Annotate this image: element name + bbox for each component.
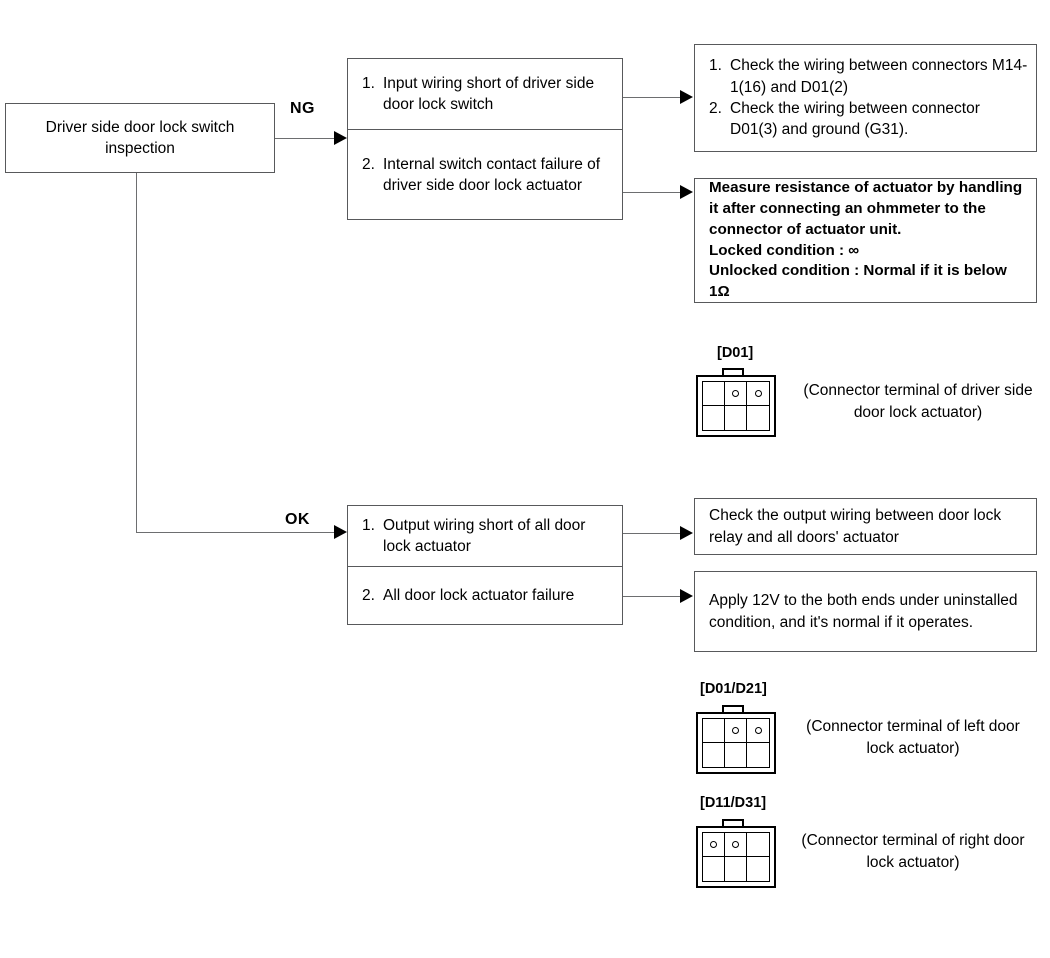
connector-1-cell-4 [703, 406, 725, 430]
ok-action-box-1-text: Check the output wiring between door loc… [709, 507, 1002, 546]
ok-action-1-line [623, 533, 680, 534]
pin-icon [754, 727, 762, 734]
ng-cause-divider [346, 129, 623, 130]
connector-2-illustration [696, 705, 776, 774]
ng-action-item-2: 2. Check the wiring between connector D0… [709, 98, 1028, 141]
connector-3-cell-6 [747, 857, 769, 881]
connector-1-cell-2 [725, 382, 747, 406]
connector-3-caption: (Connector terminal of right door lock a… [801, 832, 1025, 871]
ng-cause-item-2-text: Internal switch contact failure of drive… [383, 155, 601, 194]
pin-icon [732, 390, 739, 397]
ok-cause-item-2-text: All door lock actuator failure [383, 587, 575, 605]
ok-action-1-arrowhead [680, 526, 693, 540]
connector-1-cell-5 [725, 406, 747, 430]
pin-icon [710, 841, 717, 848]
connector-3-pin-grid [702, 832, 770, 882]
ok-cause-box: 1. Output wiring short of all door lock … [346, 505, 623, 626]
ng-action-item-2-number: 2. [709, 100, 722, 117]
ok-action-2-line [623, 596, 680, 597]
connector-3-cell-5 [725, 857, 747, 881]
ok-connector-horizontal-line [136, 532, 334, 533]
connector-2-cell-5 [725, 743, 747, 767]
ng-action-2-arrowhead [680, 185, 693, 199]
connector-3-cell-2 [725, 833, 747, 857]
ng-action-1-line [623, 97, 680, 98]
connector-2-cell-1 [703, 719, 725, 743]
connector-3-illustration [696, 819, 776, 888]
ok-cause-item-1-number: 1. [362, 516, 375, 534]
connector-2-cell-4 [703, 743, 725, 767]
ng-cause-item-1-number: 1. [362, 74, 375, 92]
connector-2-cell-2 [725, 719, 747, 743]
ng-cause-item-2-number: 2. [362, 155, 375, 173]
ng-action-box-1-cell: 1. Check the wiring between connectors M… [695, 45, 1036, 151]
ok-action-box-2-text: Apply 12V to the both ends under uninsta… [709, 592, 1018, 631]
connector-1-cell-1 [703, 382, 725, 406]
ng-action-2-line [623, 192, 680, 193]
connector-3-cell-3 [747, 833, 769, 857]
ng-action-item-1: 1. Check the wiring between connectors M… [709, 55, 1028, 98]
ng-branch-label: NG [290, 100, 315, 117]
pin-icon [754, 390, 762, 397]
connector-1-cell-6 [747, 406, 769, 430]
connector-1-caption: (Connector terminal of driver side door … [803, 382, 1033, 421]
ok-cause-cell-2: 2. All door lock actuator failure [348, 566, 622, 626]
ng-cause-item-2: 2. Internal switch contact failure of dr… [362, 154, 614, 197]
ng-cause-item-1: 1. Input wiring short of driver side doo… [362, 73, 614, 116]
ng-cause-cell-1: 1. Input wiring short of driver side doo… [348, 59, 622, 129]
connector-2-pin-grid [702, 718, 770, 768]
pin-icon [732, 727, 739, 734]
connector-1-illustration [696, 368, 776, 437]
connector-3-label: [D11/D31] [700, 795, 767, 811]
ng-cause-item-1-text: Input wiring short of driver side door l… [383, 74, 595, 113]
connector-2-shell [696, 712, 776, 774]
connector-2-cell-3 [747, 719, 769, 743]
ok-cause-divider [346, 566, 623, 567]
ng-action-item-2-text: Check the wiring between connector D01(3… [730, 100, 980, 139]
ok-cause-item-2: 2. All door lock actuator failure [362, 585, 614, 606]
locked-condition-text: Locked condition : ∞ [709, 241, 860, 259]
ok-arrowhead [334, 525, 347, 539]
start-box-label: Driver side door lock switch inspection [45, 118, 235, 157]
ok-branch-label: OK [285, 511, 310, 528]
ok-connector-vertical-line [136, 173, 137, 533]
ok-action-box-1-cell: Check the output wiring between door loc… [695, 499, 1036, 554]
ok-cause-item-2-number: 2. [362, 587, 375, 605]
unlocked-condition-text: Unlocked condition : Normal if it is bel… [709, 262, 1007, 300]
ok-action-box-1: Check the output wiring between door loc… [694, 498, 1037, 555]
ng-action-item-1-text: Check the wiring between connectors M14-… [730, 57, 1028, 96]
connector-3-tab-icon [722, 819, 744, 828]
ng-action-1-arrowhead [680, 90, 693, 104]
connector-3-cell-1 [703, 833, 725, 857]
connector-2-tab-icon [722, 705, 744, 714]
ng-action-box-2: Measure resistance of actuator by handli… [694, 178, 1037, 303]
connector-2-cell-6 [747, 743, 769, 767]
ng-action-box-2-cell: Measure resistance of actuator by handli… [695, 179, 1036, 302]
connector-1-label: [D01] [717, 345, 754, 361]
ng-cause-cell-2: 2. Internal switch contact failure of dr… [348, 129, 622, 221]
connector-2-caption: (Connector terminal of left door lock ac… [806, 718, 1020, 757]
ok-cause-item-1-text: Output wiring short of all door lock act… [383, 516, 586, 555]
ng-action-box-1: 1. Check the wiring between connectors M… [694, 44, 1037, 152]
ng-arrowhead [334, 131, 347, 145]
ok-action-box-2: Apply 12V to the both ends under uninsta… [694, 571, 1037, 652]
connector-3-shell [696, 826, 776, 888]
start-box: Driver side door lock switch inspection [5, 103, 275, 173]
connector-1-cell-3 [747, 382, 769, 406]
start-box-cell: Driver side door lock switch inspection [6, 104, 274, 172]
connector-2-label: [D01/D21] [700, 681, 767, 697]
ok-action-2-arrowhead [680, 589, 693, 603]
measure-instruction-text: Measure resistance of actuator by handli… [709, 179, 1023, 238]
connector-1-shell [696, 375, 776, 437]
ng-cause-box: 1. Input wiring short of driver side doo… [346, 58, 623, 221]
ng-action-item-1-number: 1. [709, 57, 722, 75]
connector-1-tab-icon [722, 368, 744, 377]
connector-3-cell-4 [703, 857, 725, 881]
ng-connector-line [275, 138, 334, 139]
pin-icon [732, 841, 739, 848]
ok-cause-cell-1: 1. Output wiring short of all door lock … [348, 506, 622, 566]
ok-action-box-2-cell: Apply 12V to the both ends under uninsta… [695, 572, 1036, 651]
connector-1-pin-grid [702, 381, 770, 431]
ok-cause-item-1: 1. Output wiring short of all door lock … [362, 515, 614, 558]
